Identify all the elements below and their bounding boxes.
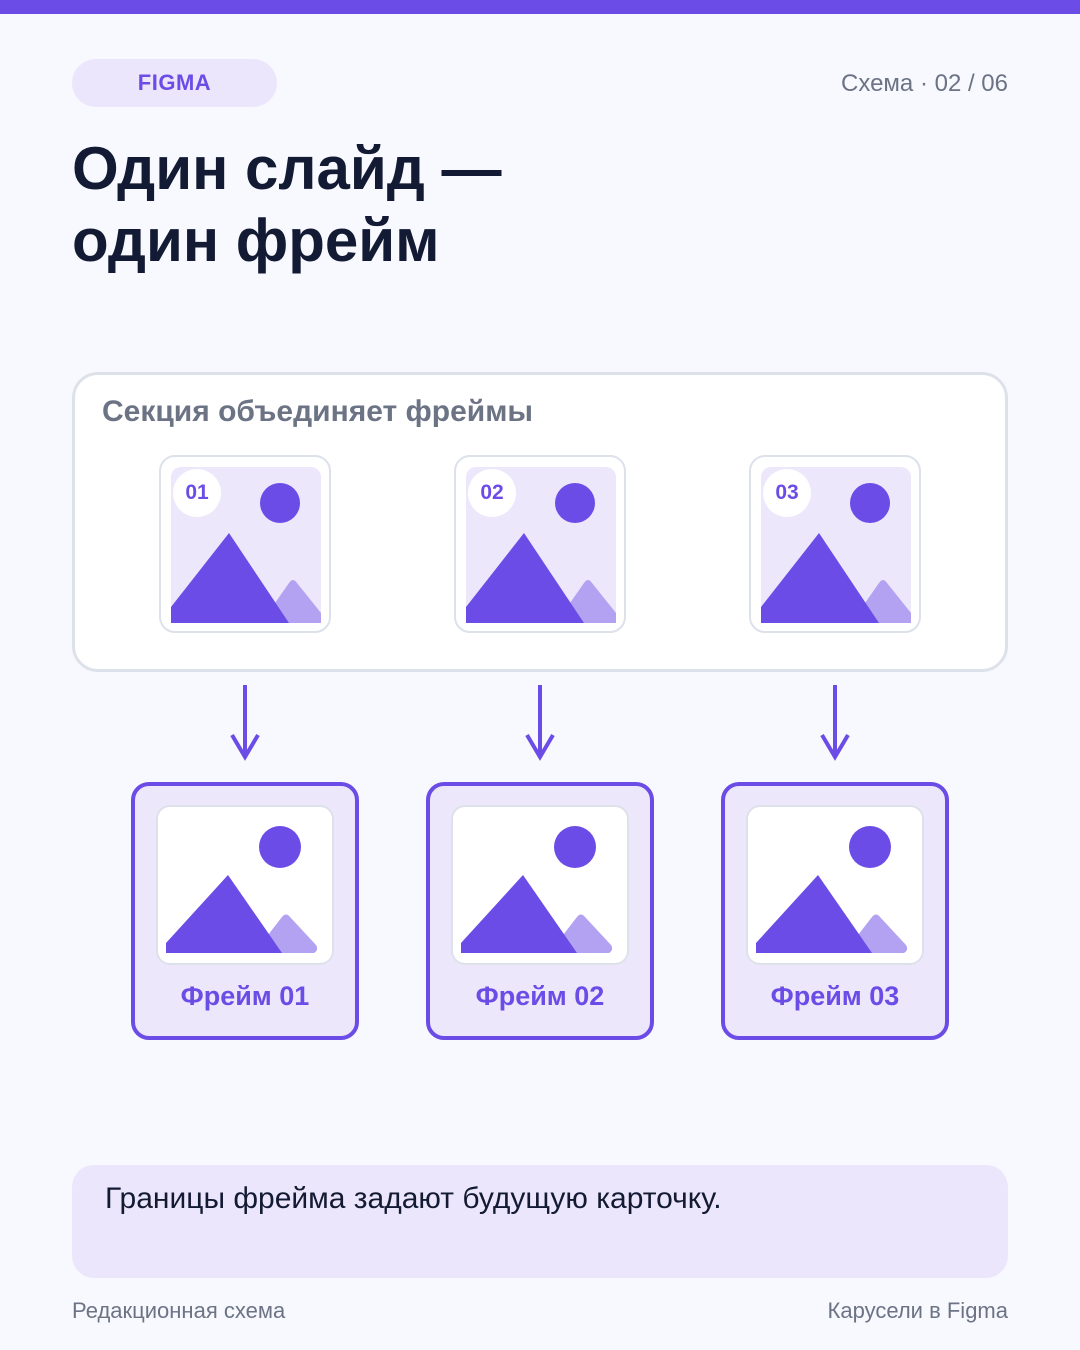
section-thumbnail: 02 [454, 455, 626, 633]
page-title: Один слайд — один фрейм [72, 133, 772, 277]
image-placeholder-icon [756, 826, 908, 953]
footer-right-caption: Карусели в Figma [827, 1298, 1008, 1323]
thumbnail-number: 01 [173, 469, 221, 517]
image-placeholder-icon [171, 483, 321, 623]
arrow-down-icon [820, 685, 850, 761]
section-thumbnail: 03 [749, 455, 921, 633]
thumbnail-number: 03 [763, 469, 811, 517]
note-box: Границы фрейма задают будущую карточку. [72, 1165, 1008, 1278]
image-placeholder-icon [466, 483, 616, 623]
arrow-down-icon [230, 685, 260, 761]
frame-label: Фрейм 03 [770, 981, 900, 1011]
footer-left-caption: Редакционная схема [72, 1298, 286, 1323]
frame-card: Фрейм 03 [721, 782, 949, 1040]
thumbnail-number: 02 [468, 469, 516, 517]
frame-card: Фрейм 01 [131, 782, 359, 1040]
section-label: Секция объединяет фреймы [102, 395, 534, 428]
note-text: Границы фрейма задают будущую карточку. [105, 1182, 722, 1215]
section-thumbnail: 01 [159, 455, 331, 633]
frame-label: Фрейм 02 [475, 981, 605, 1011]
category-tag: FIGMA [72, 59, 277, 107]
frame-label: Фрейм 01 [180, 981, 310, 1011]
arrow-down-icon [525, 685, 555, 761]
frame-card: Фрейм 02 [426, 782, 654, 1040]
top-accent-bar [0, 0, 1080, 14]
title-line-1: Один слайд — [72, 135, 502, 202]
image-placeholder-icon [166, 826, 318, 953]
image-placeholder-icon [461, 826, 613, 953]
title-line-2: один фрейм [72, 207, 440, 274]
image-placeholder-icon [761, 483, 911, 623]
slide-counter: Схема · 02 / 06 [841, 70, 1008, 97]
